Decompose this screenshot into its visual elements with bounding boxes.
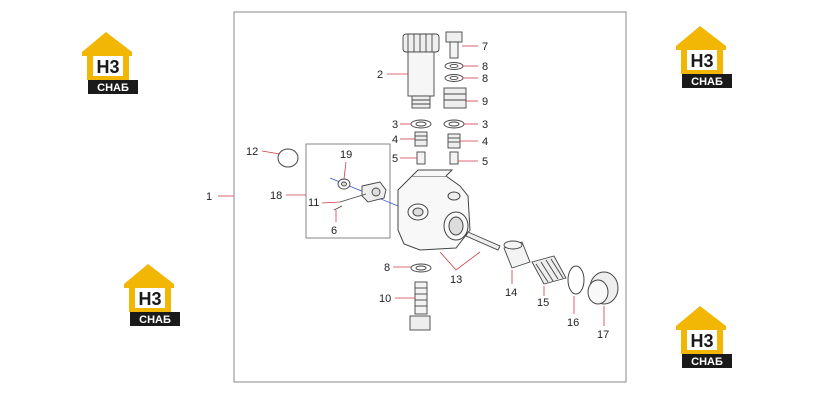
logo-letters: H3 — [138, 289, 161, 309]
callout-label: 4 — [392, 134, 398, 146]
callout-label: 5 — [392, 153, 398, 165]
callout-label: 1 — [206, 191, 212, 203]
part-plug-17 — [587, 271, 619, 305]
part-subassembly — [333, 178, 387, 211]
diagram-frame — [233, 11, 627, 383]
logo-letters: H3 — [690, 331, 713, 351]
part-sleeve-14 — [503, 240, 531, 269]
logo-letters: H3 — [96, 57, 119, 77]
callout-label: 13 — [450, 274, 462, 286]
callout-label: 8 — [384, 262, 390, 274]
brand-logo-bottom-left: H3 СНАБ — [124, 264, 180, 326]
part-o-ring-16 — [567, 265, 585, 295]
callout-label: 4 — [482, 136, 488, 148]
subassembly-frame — [305, 143, 391, 239]
callout-label: 18 — [270, 190, 282, 202]
part-plunger-13 — [465, 231, 501, 251]
callout-label: 8 — [482, 73, 488, 85]
callout-label: 3 — [482, 119, 488, 131]
callout-label: 14 — [505, 287, 517, 299]
callout-label: 5 — [482, 156, 488, 168]
callout-label: 10 — [379, 293, 391, 305]
callout-label: 12 — [246, 146, 258, 158]
brand-logo-top-right: H3 СНАБ — [676, 26, 732, 88]
callout-label: 6 — [331, 225, 337, 237]
callout-label: 19 — [340, 149, 352, 161]
part-stack-left — [410, 119, 432, 165]
callout-label: 17 — [597, 329, 609, 341]
part-stack-right — [443, 31, 467, 165]
callout-label: 7 — [482, 41, 488, 53]
part-priming-pump — [402, 33, 440, 109]
part-stack-bottom — [409, 263, 432, 331]
part-pump-body — [397, 169, 471, 251]
brand-logo-top-left: H3 СНАБ — [82, 32, 138, 94]
callout-label: 16 — [567, 317, 579, 329]
logo-letters: H3 — [690, 51, 713, 71]
callout-label: 9 — [482, 96, 488, 108]
callout-label: 8 — [482, 61, 488, 73]
brand-logo-bottom-right: H3 СНАБ — [676, 306, 732, 368]
logo-caption: СНАБ — [691, 76, 723, 88]
logo-caption: СНАБ — [691, 356, 723, 368]
callout-labels: 1 2 3 4 5 7 8 8 9 3 4 5 12 19 18 11 6 8 … — [206, 41, 609, 341]
callout-label: 3 — [392, 119, 398, 131]
callout-label: 2 — [377, 69, 383, 81]
part-spring-15 — [531, 255, 567, 285]
logo-caption: СНАБ — [97, 82, 129, 94]
callout-label: 11 — [308, 197, 319, 209]
logo-caption: СНАБ — [139, 314, 171, 326]
part-o-ring-12 — [277, 148, 299, 168]
callout-label: 15 — [537, 297, 549, 309]
